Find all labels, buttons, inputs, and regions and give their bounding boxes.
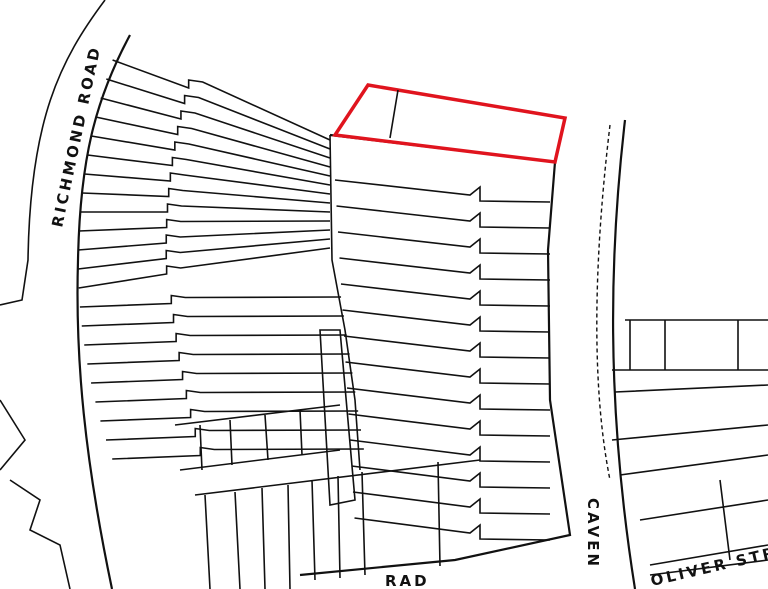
plot-line <box>87 351 350 365</box>
plot-boundaries <box>77 59 551 541</box>
cavendish-road-edge <box>596 124 611 481</box>
plot-line <box>81 313 344 327</box>
plot-line <box>81 187 331 204</box>
oliver-street-edge <box>649 559 768 576</box>
plot-line <box>105 427 362 441</box>
plot-line <box>345 361 551 385</box>
plot-line <box>84 172 331 195</box>
plot-line <box>95 389 356 403</box>
plot-line <box>91 370 353 384</box>
plot-line <box>78 229 331 251</box>
plot-line <box>354 517 551 541</box>
plot-line <box>84 332 347 346</box>
plot-line <box>100 97 331 159</box>
plot-line <box>78 247 331 289</box>
right-block-buildings <box>611 319 768 566</box>
plot-line <box>77 238 331 270</box>
central-block-left-edge <box>329 134 361 471</box>
plot-line <box>337 231 551 255</box>
richmond-road-inner-edge <box>76 34 131 589</box>
plot-line <box>346 387 551 411</box>
plot-line <box>340 283 551 307</box>
cavendish-label: CAVEN <box>584 498 602 569</box>
plot-line <box>334 179 551 203</box>
plot-line <box>79 294 342 308</box>
plot-line <box>100 408 359 422</box>
plot-line <box>349 439 551 463</box>
plot-line <box>112 59 331 141</box>
left-lower-edge <box>0 399 71 589</box>
plot-line <box>342 309 551 333</box>
plot-line <box>343 335 551 359</box>
plot-line <box>351 465 551 489</box>
plot-line <box>336 205 551 229</box>
plot-line <box>348 413 551 437</box>
bottom-terrace <box>174 329 481 589</box>
right-block-edge <box>611 119 637 589</box>
bottom-road-label: RAD <box>385 572 430 589</box>
plot-line <box>95 116 331 168</box>
plot-line <box>79 203 331 213</box>
plot-line <box>352 491 551 515</box>
plot-line <box>87 154 331 186</box>
plot-line <box>91 135 331 177</box>
plot-line <box>106 78 331 150</box>
site-boundary <box>331 83 568 164</box>
plot-line <box>339 257 551 281</box>
plot-line <box>78 218 331 232</box>
site-internal-line <box>389 89 399 139</box>
richmond-road-outer-edge <box>0 0 106 306</box>
